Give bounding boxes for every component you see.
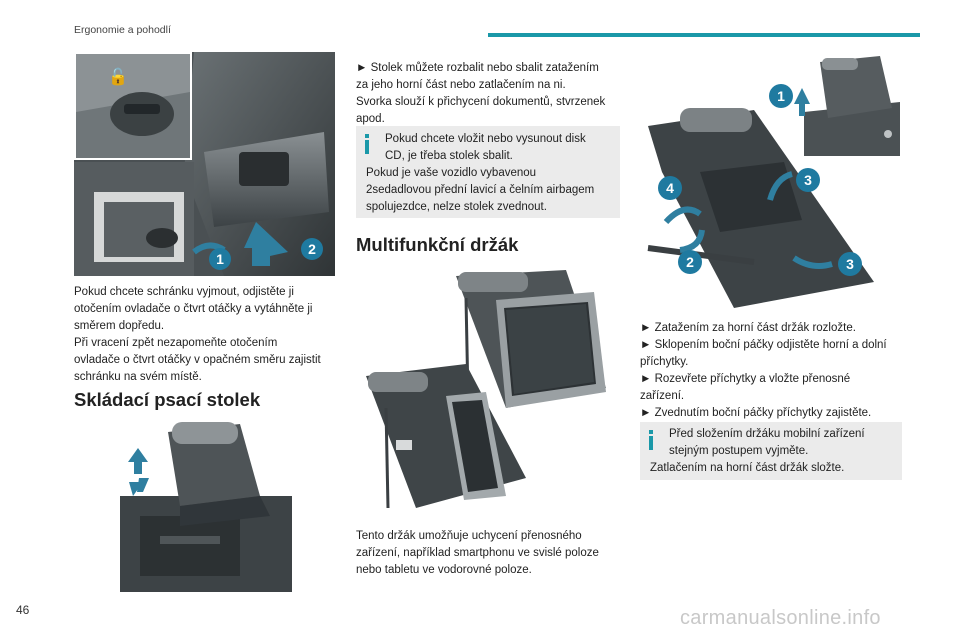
- note-box-holder: Před složením držáku mobilní zařízení st…: [640, 422, 902, 480]
- heading-folding-desk: Skládací psací stolek: [74, 389, 261, 410]
- figure-folding-desk: [120, 416, 292, 592]
- paragraph-storage-removal: Pokud chcete schránku vyjmout, odjistěte…: [74, 286, 321, 383]
- figure-storage-box: 🔓 1 2: [74, 52, 335, 276]
- watermark: carmanualsonline.info: [680, 607, 881, 629]
- list-item: ► Zvednutím boční páčky příchytky zajist…: [640, 407, 872, 419]
- callout-3-bottom: 3: [846, 256, 854, 272]
- section-title: Ergonomie a pohodlí: [74, 24, 171, 36]
- list-item: ► Sklopením boční páčky odjistěte horní …: [640, 339, 887, 351]
- header-accent-bar: [488, 33, 920, 37]
- svg-text:🔓: 🔓: [108, 67, 128, 86]
- callout-1: 1: [777, 88, 785, 104]
- info-icon: [646, 430, 656, 450]
- callout-4: 4: [666, 180, 674, 196]
- callout-3-top: 3: [804, 172, 812, 188]
- list-item: příchytky.: [640, 356, 689, 368]
- callout-1: 1: [216, 251, 224, 267]
- heading-multifunction-holder: Multifunkční držák: [356, 234, 519, 255]
- page-number: 46: [16, 603, 30, 617]
- figure-multifunction-holder: [356, 268, 612, 522]
- callout-2: 2: [686, 254, 694, 270]
- note-box-desk: Pokud chcete vložit nebo vysunout disk C…: [356, 126, 620, 218]
- instructions-holder: ► Zatažením za horní část držák rozložte…: [640, 320, 908, 422]
- paragraph-holder-description: Tento držák umožňuje uchycení přenosného…: [356, 530, 599, 576]
- list-item: zařízení.: [640, 390, 685, 402]
- figure-holder-steps: 1 4 3 2 3: [644, 52, 900, 310]
- list-item: ► Rozevřete příchytky a vložte přenosné: [640, 373, 851, 385]
- callout-2: 2: [308, 241, 316, 257]
- list-item: ► Zatažením za horní část držák rozložte…: [640, 322, 856, 334]
- info-icon: [362, 134, 372, 154]
- paragraph-desk-usage: ► Stolek můžete rozbalit nebo sbalit zat…: [356, 62, 606, 125]
